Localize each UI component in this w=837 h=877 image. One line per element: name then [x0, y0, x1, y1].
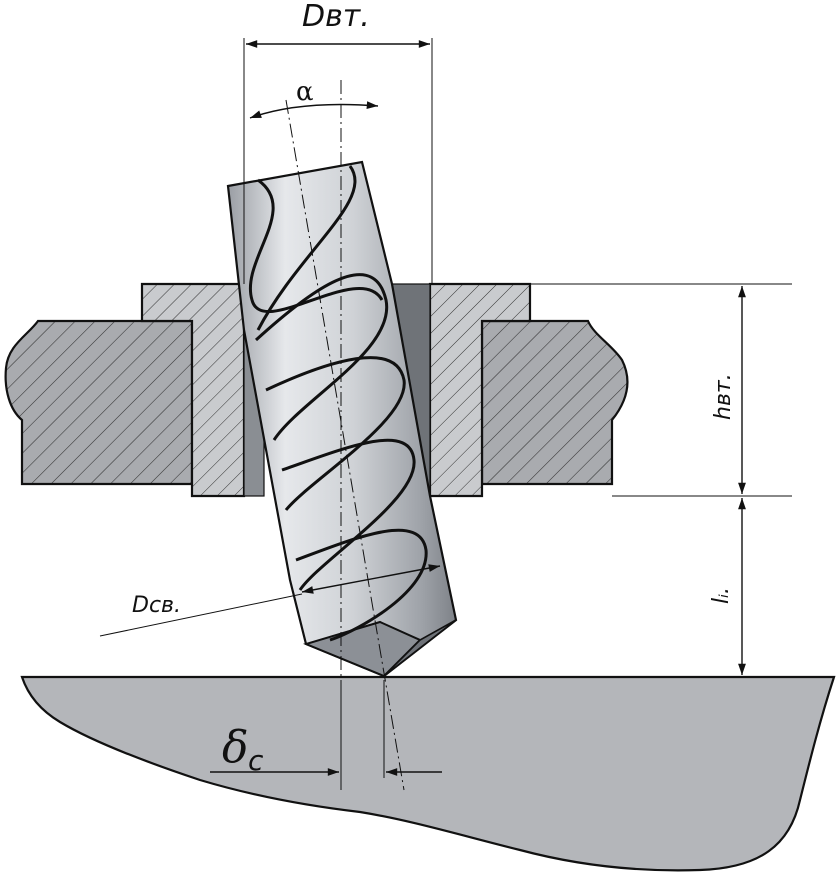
- leader-d-drill: [99, 593, 303, 637]
- drill-tip-facet-2: [383, 619, 457, 677]
- dim-alpha: [249, 101, 379, 119]
- label-alpha: α: [296, 77, 314, 107]
- jig-plate-left: [4, 319, 194, 486]
- label-d-drill: Dсв.: [132, 593, 181, 618]
- extension-lines: [243, 38, 792, 778]
- label-d-bush: Dвт.: [302, 0, 370, 34]
- label-delta-sub: c: [248, 744, 264, 777]
- label-delta: δ: [222, 722, 249, 773]
- drill-axis: [285, 99, 405, 791]
- drill-flutes: [248, 165, 428, 642]
- dim-d-drill: [301, 564, 441, 594]
- jig-plate-right: [480, 319, 629, 486]
- label-l-i: lᵢ.: [709, 587, 734, 604]
- label-h-bush: hвт.: [711, 373, 736, 420]
- workpiece: [20, 675, 836, 872]
